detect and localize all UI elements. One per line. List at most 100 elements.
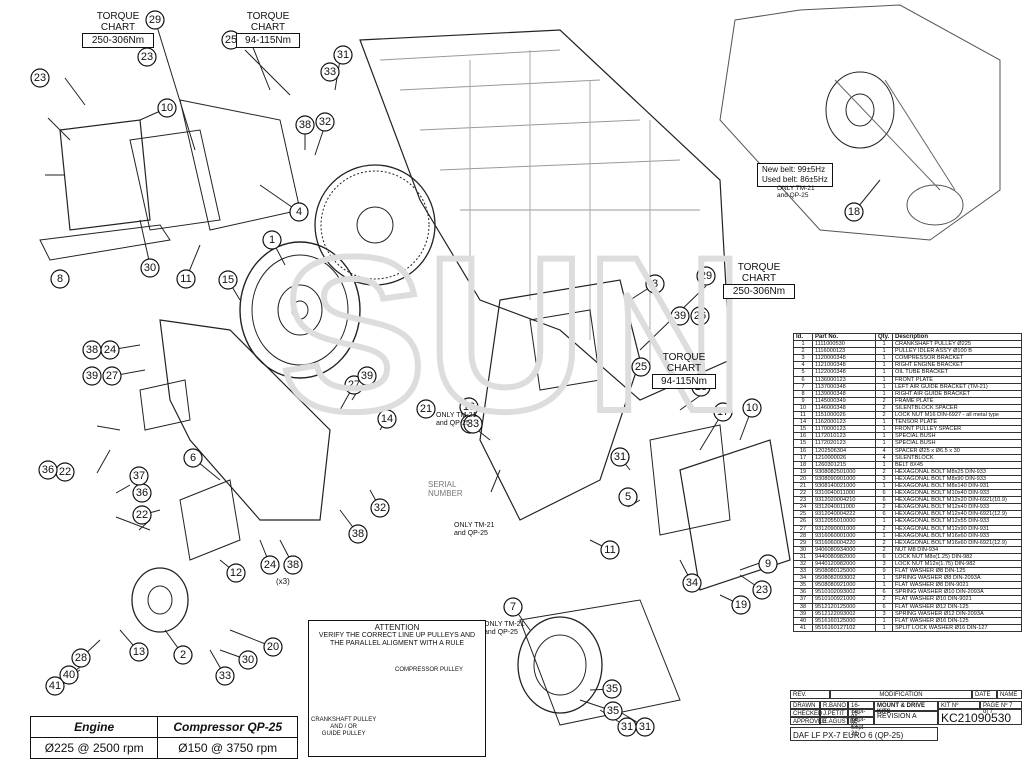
- callout-label: 29: [700, 270, 712, 282]
- part-id: 3: [793, 354, 813, 363]
- part-id: 33: [793, 567, 813, 576]
- part-description: SPECIAL BUSH: [892, 432, 1022, 441]
- part-description: NUT M8 DIN-934: [892, 545, 1022, 554]
- part-qty: 3: [875, 559, 893, 569]
- callout-label: 33: [467, 418, 479, 430]
- drawing-description: DAF LF PX-7 EURO 6 (QP-25): [790, 727, 938, 741]
- used-belt-frequency: Used belt: 86±5Hz: [762, 175, 828, 184]
- page-label: PAGE Nº: [983, 703, 1008, 709]
- callout-33: 33: [463, 414, 483, 434]
- callout-41: 41: [45, 676, 65, 696]
- callout-27: 27: [344, 375, 364, 395]
- part-description: FRONT PLATE: [892, 375, 1022, 384]
- part-description: LOCK NUT M8x(1.25) DIN-982: [892, 552, 1022, 562]
- part-description: HEXAGONAL BOLT M10x40 DIN-933: [892, 489, 1022, 498]
- approved-label: APPROVED: [790, 717, 826, 725]
- part-id: 15: [793, 439, 813, 448]
- callout-label: 2: [180, 649, 186, 661]
- part-qty: 1: [875, 347, 893, 356]
- serial-number-label: SERIAL NUMBER: [428, 480, 463, 498]
- part-id: 16: [793, 432, 813, 441]
- approved-date: 16-Sept-21: [848, 717, 874, 737]
- part-id: 25: [793, 510, 813, 519]
- compressor-header: Compressor QP-25: [157, 716, 298, 738]
- callout-label: 14: [381, 413, 393, 425]
- part-number: 1172020123: [812, 439, 876, 448]
- part-id: 11: [793, 411, 813, 420]
- part-number: 9316060001000: [812, 531, 876, 540]
- only-note-3: ONLY TM-21 and QP-25: [484, 621, 525, 636]
- revision-value: A: [912, 713, 917, 720]
- revision-label: REVISION: [877, 713, 911, 720]
- torque-chart-title: TORQUE CHART: [662, 352, 706, 374]
- callout-11: 11: [176, 269, 196, 289]
- part-qty: 6: [875, 496, 893, 505]
- part-qty: 4: [875, 446, 893, 455]
- part-qty: 1: [875, 418, 893, 427]
- part-description: FLAT WASHER Ø10 DIN-9021: [892, 595, 1022, 604]
- part-number: 9508082093002: [812, 574, 876, 583]
- callout-38: 38: [283, 555, 303, 575]
- callout-label: 29: [149, 14, 161, 26]
- callout-label: 31: [621, 721, 633, 733]
- part-description: OIL TUBE BRACKET: [892, 368, 1022, 377]
- torque-chart-1: TORQUE CHART 250-306Nm: [82, 11, 154, 48]
- drawn-name: R.BAÑO: [820, 701, 848, 709]
- attention-body: VERIFY THE CORRECT LINE UP PULLEYS AND T…: [318, 632, 476, 647]
- part-id: 1: [793, 340, 813, 349]
- part-description: BELT 8X45: [892, 460, 1022, 469]
- part-description: TENSOR PLATE: [892, 418, 1022, 427]
- part-id: 19: [793, 467, 813, 476]
- part-description: SPRING WASHER Ø10 DIN-2093A: [892, 588, 1022, 597]
- part-qty: 1: [875, 382, 893, 391]
- part-id: 37: [793, 595, 813, 604]
- callout-1: 1: [262, 230, 282, 250]
- drawn-label: DRAWN: [790, 701, 820, 709]
- only-note-2: ONLY TM-21 and QP-25: [454, 522, 495, 537]
- part-id: 26: [793, 517, 813, 526]
- part-number: 9312055010000: [812, 517, 876, 526]
- checked-date: 16-Sept-21: [848, 709, 874, 729]
- torque-chart-title: TORQUE CHART: [246, 11, 290, 33]
- torque-chart-title: TORQUE CHART: [737, 262, 781, 284]
- engine-spec: Ø225 @ 2500 rpm: [29, 737, 159, 759]
- part-description: FRAME PLATE: [892, 396, 1022, 405]
- part-id: 21: [793, 481, 813, 491]
- callout-39: 39: [670, 306, 690, 326]
- parts-header-id: Id.: [793, 332, 813, 342]
- part-description: SPACER Ø25 x Ø6.5 x 30: [892, 446, 1022, 455]
- part-description: PULLEY IDLER ASS'Y Ø100 B: [892, 347, 1022, 356]
- callout-label: 21: [420, 403, 432, 415]
- part-id: 8: [793, 389, 813, 398]
- callout-4: 4: [289, 202, 309, 222]
- quantity-x3-label: (x3): [276, 577, 290, 586]
- callout-31: 31: [610, 447, 630, 467]
- approved-name: E.AGUSTÍN: [820, 717, 855, 725]
- callout-36: 36: [38, 460, 58, 480]
- page-field: PAGE Nº 7 of 7: [980, 701, 1022, 715]
- callout-label: 31: [614, 451, 626, 463]
- part-number: 9308090901000: [812, 474, 876, 483]
- date-label: DATE: [972, 690, 997, 699]
- kit-label: KIT Nº: [938, 701, 980, 709]
- callout-label: 24: [264, 559, 276, 571]
- part-description: HEXAGONAL BOLT M8x90 DIN-933: [892, 474, 1022, 483]
- part-qty: 1: [875, 517, 893, 526]
- part-number: 9440080982000: [812, 552, 876, 562]
- part-number: 1111000530: [812, 340, 876, 349]
- part-qty: 9: [875, 567, 893, 576]
- callout-38: 38: [348, 524, 368, 544]
